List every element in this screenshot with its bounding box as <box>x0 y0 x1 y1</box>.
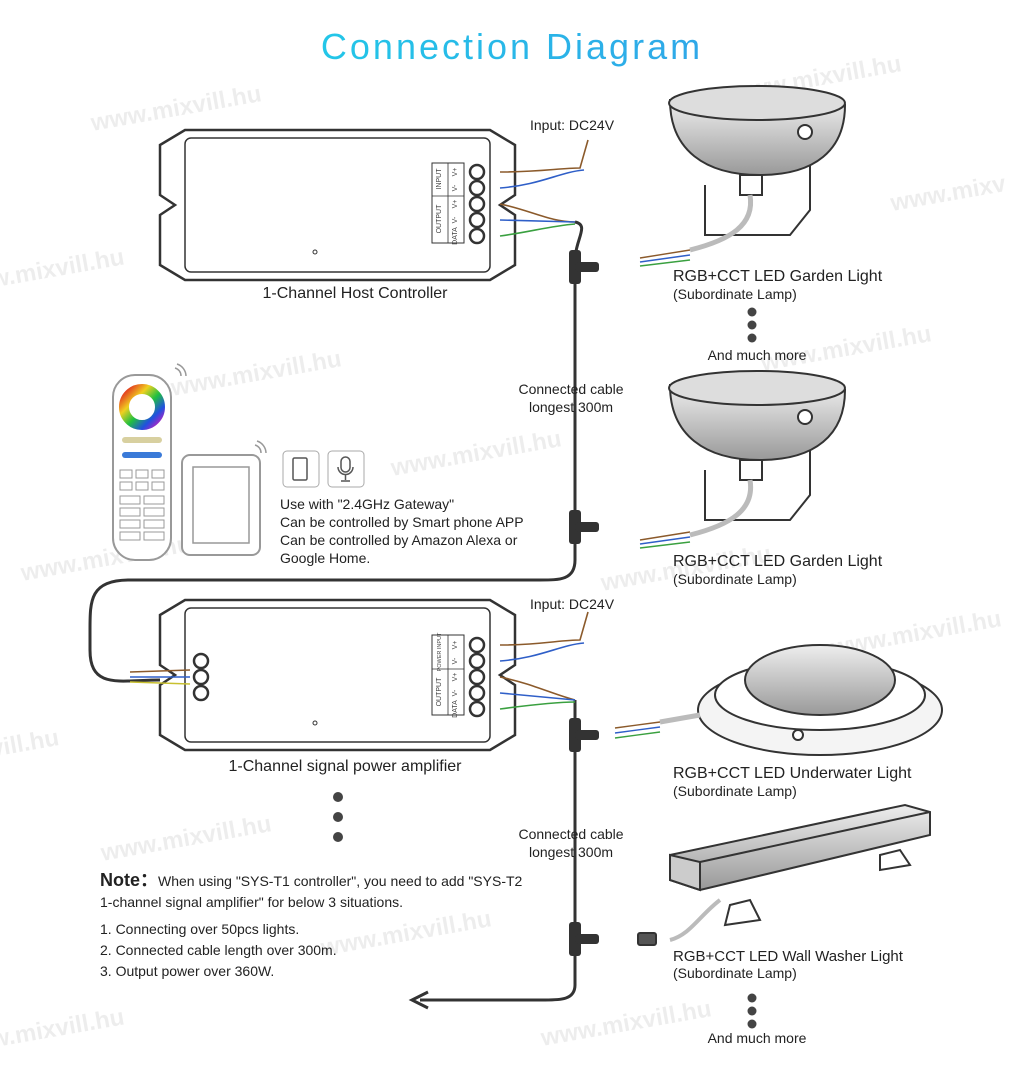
cable-label-line: longest 300m <box>528 844 614 860</box>
lamp-name: RGB+CCT LED Garden Light <box>673 268 883 285</box>
amplifier-terminal-data-label: DATA <box>452 700 459 718</box>
note-text: 1-channel signal amplifier" for below 3 … <box>100 894 404 910</box>
lamp-label: RGB+CCT LED Wall Washer Light (Subordina… <box>673 948 903 981</box>
note-block: Note：When using "SYS-T1 controller", you… <box>100 870 522 982</box>
page-title: Connection Diagram <box>0 26 1024 68</box>
gateway-info-line: Google Home. <box>280 550 371 566</box>
cable-label-line: longest 300m <box>528 399 614 415</box>
note-item: 3. Output power over 360W. <box>100 963 275 979</box>
more-label: And much more <box>707 1030 807 1046</box>
host-controller-device <box>158 128 517 282</box>
more-label: And much more <box>707 347 807 363</box>
cable-label: Connected cable longest 300m <box>518 825 623 861</box>
note-item: 2. Connected cable length over 300m. <box>100 942 337 958</box>
cable-label-line: Connected cable <box>518 826 624 842</box>
microphone-icon <box>327 450 365 488</box>
remote-control <box>112 374 172 561</box>
cable-label-line: Connected cable <box>518 381 624 397</box>
gateway-info: Use with "2.4GHz Gateway" Can be control… <box>280 495 524 567</box>
amplifier-terminal-output-label: OUTPUT <box>436 677 443 707</box>
amplifier-terminal-input-label: POWER INPUT <box>437 632 443 672</box>
gateway-info-line: Can be controlled by Amazon Alexa or <box>280 532 518 548</box>
lamp-label: RGB+CCT LED Garden Light (Subordinate La… <box>673 553 882 587</box>
lamp-sub: (Subordinate Lamp) <box>673 783 797 799</box>
amplifier-device <box>158 598 517 752</box>
garden-light-2 <box>668 370 847 538</box>
note-text: When using "SYS-T1 controller", you need… <box>158 873 523 889</box>
host-input-label: Input: DC24V <box>530 117 615 133</box>
amplifier-label: 1-Channel signal power amplifier <box>228 758 462 775</box>
cable-label: Connected cable longest 300m <box>518 380 623 416</box>
garden-light-1 <box>668 85 847 253</box>
smartphone-icon <box>282 450 320 488</box>
lamp-sub: (Subordinate Lamp) <box>673 571 797 587</box>
lamp-name: RGB+CCT LED Underwater Light <box>673 765 912 782</box>
lamp-label: RGB+CCT LED Underwater Light (Subordinat… <box>673 765 911 799</box>
lamp-name: RGB+CCT LED Wall Washer Light <box>673 948 903 965</box>
underwater-light <box>659 644 943 756</box>
host-terminal-output-label: OUTPUT <box>436 204 443 234</box>
wifi-icon <box>174 363 267 454</box>
t-connectors <box>569 250 599 956</box>
lamp-label: RGB+CCT LED Garden Light (Subordinate La… <box>673 268 882 302</box>
lamp-sub: (Subordinate Lamp) <box>673 965 797 981</box>
host-terminal-data-label: DATA <box>452 227 459 245</box>
gateway-info-line: Use with "2.4GHz Gateway" <box>280 496 455 512</box>
wall-washer-light <box>637 803 931 946</box>
note-item: 1. Connecting over 50pcs lights. <box>100 921 300 937</box>
gateway-info-line: Can be controlled by Smart phone APP <box>280 514 524 530</box>
host-terminal-input-label: INPUT <box>436 168 443 190</box>
lamp-name: RGB+CCT LED Garden Light <box>673 553 883 570</box>
gateway-device <box>181 454 261 556</box>
note-heading: Note： <box>100 870 158 890</box>
amplifier-input-label: Input: DC24V <box>530 596 615 612</box>
continuation-dots <box>333 307 757 1029</box>
host-controller-label: 1-Channel Host Controller <box>262 285 448 302</box>
lamp-sub: (Subordinate Lamp) <box>673 286 797 302</box>
